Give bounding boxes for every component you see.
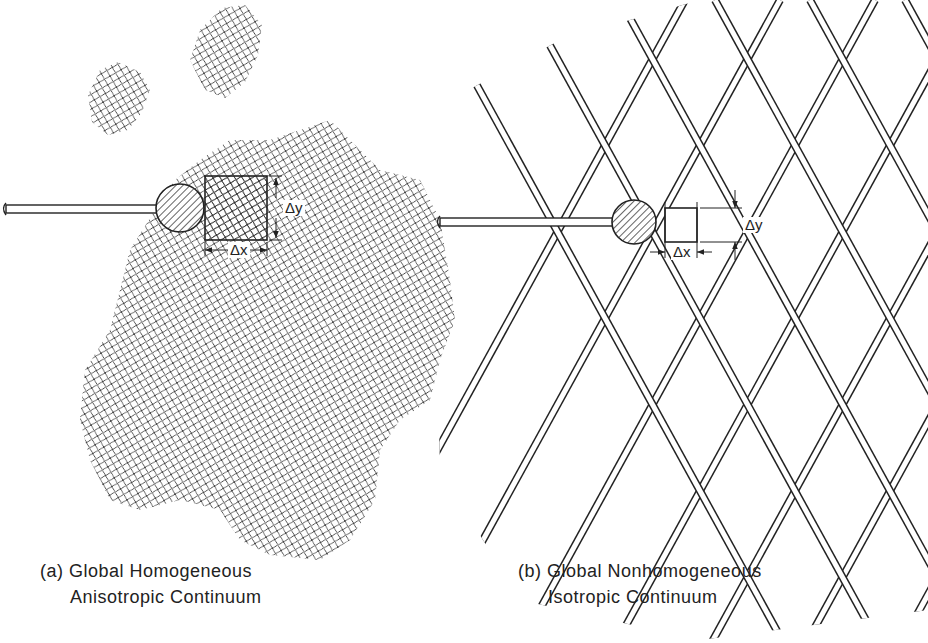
figure-caption: (b) Global Nonhomogeneous Isotropic Cont…	[518, 558, 823, 610]
dimension-label: Δy	[283, 200, 305, 216]
rod-lattice	[300, 0, 928, 643]
dimension-label: Δx	[228, 242, 250, 258]
dimension-label: Δx	[671, 244, 693, 260]
figure-caption: (a) Global Homogeneous Anisotropic Conti…	[40, 558, 320, 610]
probe	[438, 190, 743, 260]
hatched-continuum	[80, 5, 455, 560]
dimension-label: Δy	[743, 217, 765, 233]
